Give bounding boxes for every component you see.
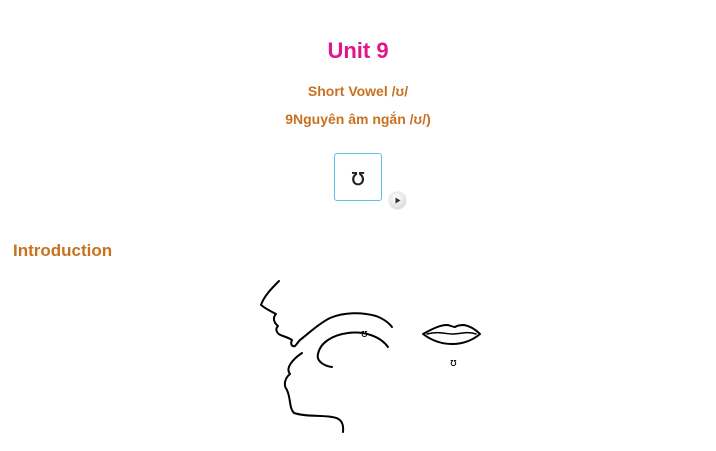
diagram-lips-symbol-label: ʊ [450, 356, 457, 369]
diagram-mouth-symbol-label: ʊ [361, 327, 368, 340]
introduction-heading: Introduction [13, 241, 113, 260]
play-icon [395, 197, 401, 204]
unit-title: Unit 9 [327, 38, 389, 63]
mouth-position-diagram [260, 280, 481, 433]
tongue-tip-outline [316, 353, 333, 368]
play-audio-button[interactable] [389, 192, 406, 209]
lips-center-line [426, 331, 477, 335]
palate-outline [299, 312, 393, 341]
face-profile-outline [260, 280, 301, 348]
phonetic-symbol-card: ʊ [334, 153, 382, 201]
lesson-title-vietnamese: 9Nguyên âm ngắn /ʊ/) [285, 111, 431, 127]
lips-outline [422, 324, 481, 345]
phonetic-symbol: ʊ [350, 163, 366, 191]
tongue-outline [317, 331, 389, 355]
lesson-title-english: Short Vowel /ʊ/ [307, 83, 409, 99]
jaw-outline [283, 352, 345, 433]
